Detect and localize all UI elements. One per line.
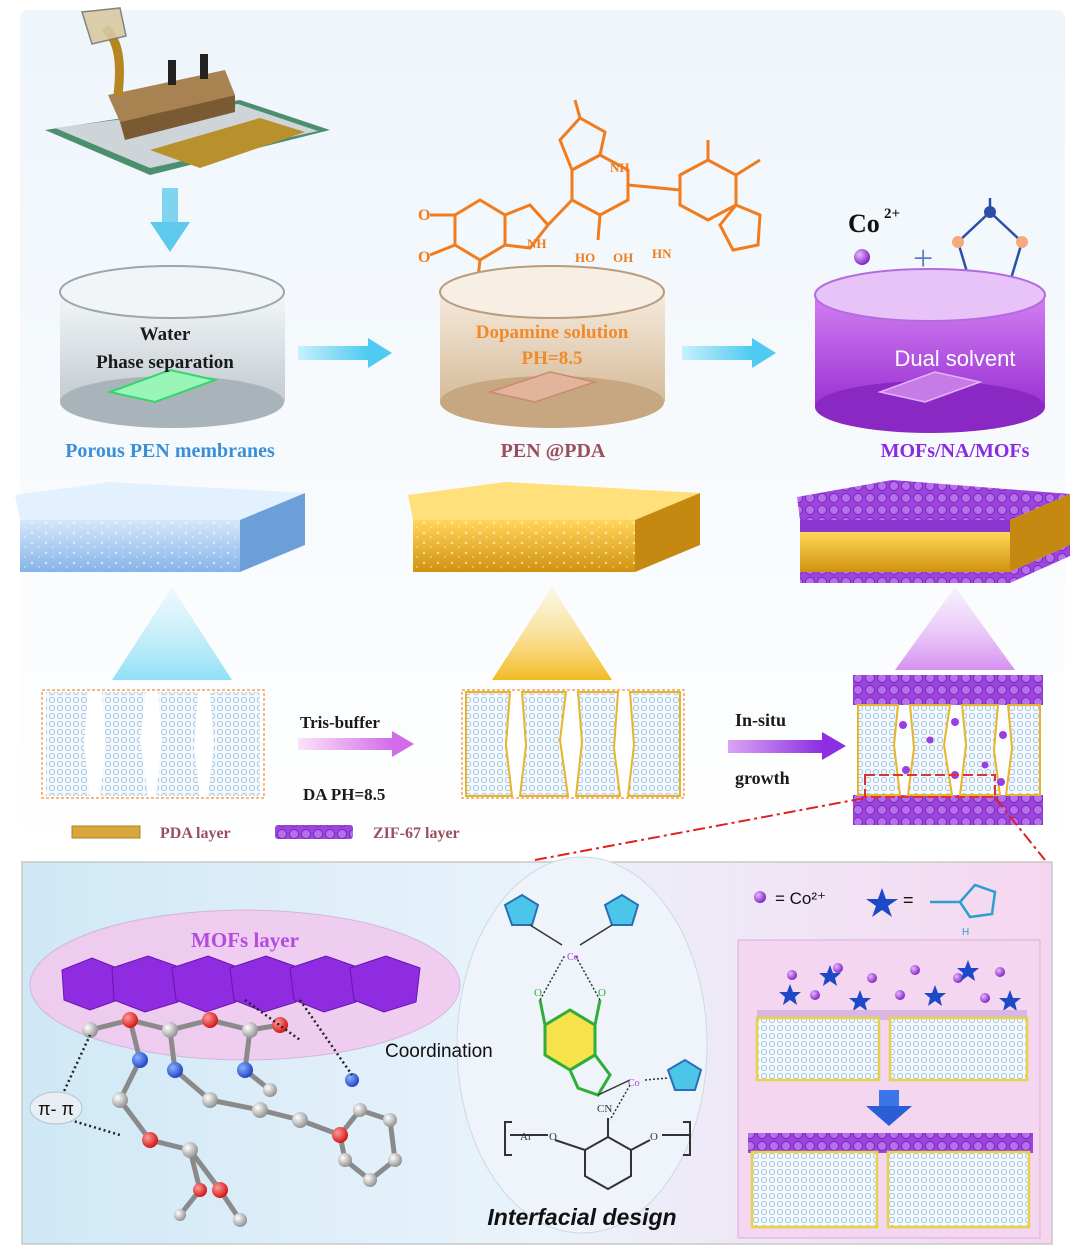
zoom-line-right <box>994 797 1046 861</box>
svg-text:NH: NH <box>527 236 547 251</box>
gold-membrane-slab <box>408 482 700 572</box>
legend-zif-label: ZIF-67 layer <box>373 825 460 842</box>
blue-down-arrow <box>866 1090 912 1126</box>
co-ions-cluster <box>787 963 1005 1003</box>
top-panel <box>20 10 1065 860</box>
porous-pen-label: Porous PEN membranes <box>65 440 275 462</box>
mofs-layer-label: MOFs layer <box>191 928 299 952</box>
molecule-atoms <box>82 1012 402 1227</box>
zoom-line-left <box>534 797 866 861</box>
svg-text:2+: 2+ <box>884 206 900 222</box>
svg-text:Co: Co <box>848 209 880 238</box>
svg-text:O: O <box>650 1131 658 1143</box>
svg-text:CN: CN <box>597 1103 612 1115</box>
dual-solvent-label: Dual solvent <box>894 346 1015 371</box>
process-arrow-2 <box>682 338 776 368</box>
interfacial-design-label: Interfacial design <box>487 1204 676 1230</box>
polydopamine-structure <box>429 99 762 279</box>
methylimidazole-icon <box>930 883 997 919</box>
coordination-structure: Co Co CN Ar O O O O <box>503 893 703 1191</box>
pen-pda-label: PEN @PDA <box>501 440 606 462</box>
phase-separation-label: Phase separation <box>96 352 234 373</box>
star-legend-label: = <box>903 890 914 910</box>
cross-section-pda <box>461 689 685 799</box>
process-arrow-1 <box>298 338 392 368</box>
blue-zoom-cone <box>112 587 232 680</box>
legend: PDA layer ZIF-67 layer <box>71 825 460 842</box>
beaker-dual-solvent: Dual solvent <box>814 268 1046 433</box>
pi-pi-label: π- π <box>38 1099 74 1119</box>
down-arrow <box>150 188 190 252</box>
dopamine-ph-label: PH=8.5 <box>522 348 583 369</box>
water-label: Water <box>140 324 191 345</box>
svg-text:O: O <box>534 987 542 999</box>
tris-arrow <box>298 731 414 757</box>
dopamine-solution-label: Dopamine solution <box>476 322 629 343</box>
ligand-stars <box>779 960 1021 1011</box>
beaker-dopamine: Dopamine solution PH=8.5 <box>439 265 665 428</box>
svg-text:OH: OH <box>613 250 633 265</box>
plus-sign: + <box>913 238 933 278</box>
membrane-block-left <box>755 1016 881 1082</box>
grown-zif-layer <box>748 1133 1033 1153</box>
svg-text:O: O <box>418 207 430 224</box>
svg-text:HO: HO <box>575 250 595 265</box>
mofs-na-mofs-label: MOFs/NA/MOFs <box>881 440 1030 462</box>
svg-text:HN: HN <box>652 246 672 261</box>
da-ph-label: DA PH=8.5 <box>303 785 385 804</box>
cobalt-ion-label: Co 2+ <box>848 206 900 265</box>
cross-section-mofs <box>853 675 1043 825</box>
tris-buffer-label: Tris-buffer <box>300 713 380 732</box>
membrane-block-right-after <box>886 1150 1031 1229</box>
blue-membrane-slab <box>15 482 305 572</box>
membrane-block-right <box>888 1016 1029 1082</box>
legend-pda-label: PDA layer <box>160 825 231 842</box>
svg-text:NH: NH <box>610 160 630 175</box>
star-icon <box>866 888 898 917</box>
svg-text:O: O <box>418 249 430 266</box>
interfacial-detail-panel: MOFs layer <box>21 856 1053 1245</box>
casting-machine-illustration <box>45 7 330 175</box>
mofs-polyhedra <box>61 955 421 1013</box>
molecule-atom-labels: O O NH NH HO OH HN <box>418 160 672 266</box>
membrane-block-left-after <box>750 1150 879 1229</box>
svg-text:H: H <box>962 927 969 938</box>
in-situ-arrow <box>728 732 846 760</box>
gold-zoom-cone <box>492 587 612 680</box>
growth-label: growth <box>735 768 790 788</box>
svg-text:Co: Co <box>567 952 579 963</box>
co-legend-label: = Co²⁺ <box>775 889 826 908</box>
svg-text:Ar: Ar <box>520 1131 532 1143</box>
beaker-water: Water Phase separation <box>59 265 285 428</box>
svg-text:Co: Co <box>628 1078 640 1089</box>
co-sphere-icon <box>754 891 766 903</box>
cross-section-porous <box>41 689 265 799</box>
svg-text:O: O <box>549 1131 557 1143</box>
in-situ-label: In-situ <box>735 710 786 730</box>
interface-row <box>757 1010 1027 1020</box>
purple-zoom-cone <box>895 587 1015 670</box>
coordination-label: Coordination <box>385 1041 493 1062</box>
svg-text:O: O <box>598 987 606 999</box>
sandwich-membrane-slab <box>797 480 1070 583</box>
